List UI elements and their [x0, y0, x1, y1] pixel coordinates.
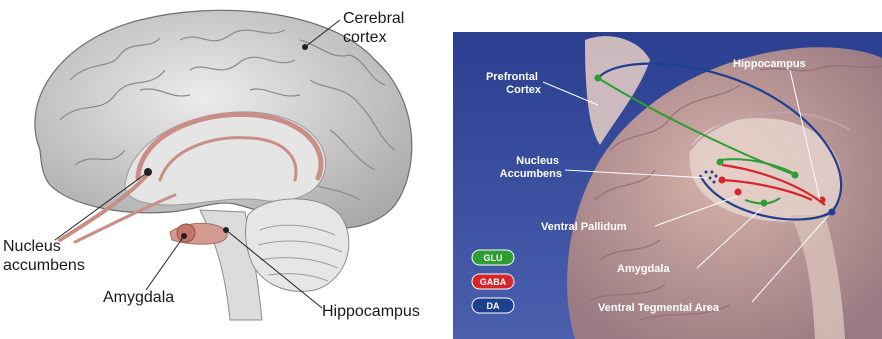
- dot-vta-blue: [829, 209, 836, 216]
- dot-amyg-green: [761, 200, 768, 207]
- label-nucleus-accumbens: Nucleus accumbens: [3, 238, 85, 274]
- leader-amygdala: [146, 236, 184, 290]
- legend-item-glu: GLU: [472, 250, 514, 265]
- dot-nacc-red: [719, 177, 726, 184]
- legend-label-glu: GLU: [484, 253, 503, 263]
- left-cerebellum: [246, 199, 349, 292]
- label-ventral-pallidum: Ventral Pallidum: [541, 221, 627, 233]
- label-amygdala: Amygdala: [103, 289, 174, 306]
- legend-label-da: DA: [487, 301, 500, 311]
- label-cerebral-cortex: Cerebral cortex: [343, 10, 409, 46]
- dot-nacc-green: [717, 159, 724, 166]
- dot-hippo-green: [792, 172, 799, 179]
- right-panel: Prefrontal Cortex Hippocampus Nucleus Ac…: [453, 32, 882, 339]
- label-ventral-tegmental-area: Ventral Tegmental Area: [598, 302, 720, 314]
- label-hippocampus-right: Hippocampus: [733, 58, 806, 70]
- legend-item-gaba: GABA: [472, 274, 514, 289]
- legend-item-da: DA: [472, 298, 514, 313]
- left-amygdala-blob: [177, 224, 195, 242]
- dot-vp-red: [735, 189, 742, 196]
- label-hippocampus: Hippocampus: [322, 303, 420, 320]
- legend-label-gaba: GABA: [480, 277, 507, 287]
- dot-pfc: [595, 75, 602, 82]
- left-panel: Cerebral cortex Nucleus accumbens Amygda…: [3, 10, 420, 320]
- legend: GLU GABA DA: [472, 250, 514, 313]
- label-amygdala-right: Amygdala: [617, 263, 670, 275]
